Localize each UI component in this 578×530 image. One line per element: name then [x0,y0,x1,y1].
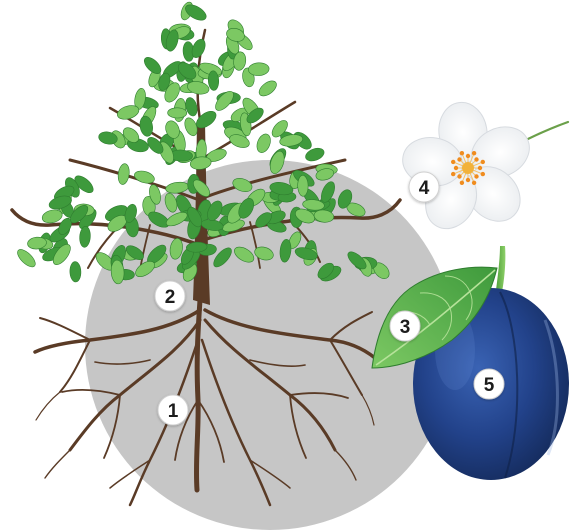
badge-fruit: 5 [474,369,504,399]
tree-leaf [298,175,309,196]
plum-stem [496,246,505,292]
stamen-anther [466,178,470,182]
tree-leaf [70,261,82,282]
badge-number: 2 [165,287,176,308]
badge-number: 1 [168,401,179,422]
stamen-anther [466,154,470,158]
badge-number: 3 [400,317,411,338]
tree-leaf [254,132,273,155]
stamen-anther [472,181,476,185]
stamen-anther [472,151,476,155]
tree-leaf [248,62,269,76]
stamen-anther [460,151,464,155]
badge-leaf: 3 [390,311,420,341]
stamen-anther [457,174,461,178]
tree-leaf [168,108,187,119]
stamen-anther [481,160,485,164]
tree-leaf [79,226,91,248]
stamen-anther [457,157,461,161]
badge-number: 4 [419,178,430,199]
tree-leaf [117,163,131,185]
flower-center [462,162,474,174]
stamen-anther [481,172,485,176]
tree-leaf [15,247,38,270]
badge-trunk: 2 [155,281,185,311]
badge-root: 1 [158,395,188,425]
stamen-anther [478,166,482,170]
stamen-anther [460,181,464,185]
flower [399,99,568,237]
stamen-anther [451,172,455,176]
tree-leaf [256,78,279,99]
badge-flower: 4 [409,172,439,202]
stamen-anther [474,174,478,178]
stamen-anther [454,166,458,170]
stamen-anther [451,160,455,164]
badge-number: 5 [484,375,495,396]
stamen-anther [474,157,478,161]
